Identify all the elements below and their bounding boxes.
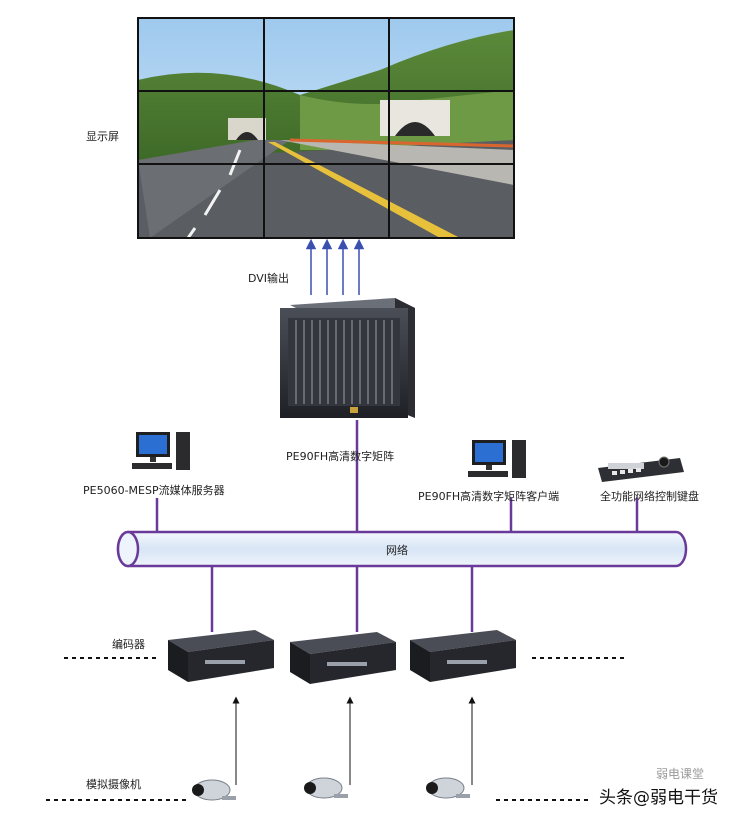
camera-arrows: [232, 696, 476, 785]
camera-icon: [192, 779, 236, 801]
dvi-arrows: [305, 238, 365, 295]
label-analog-camera: 模拟摄像机: [86, 778, 141, 791]
server-pc-icon: [132, 432, 190, 470]
network-pipe: [116, 530, 688, 568]
watermark-faded: 弱电课堂: [655, 767, 704, 781]
label-matrix: PE90FH高清数字矩阵: [286, 450, 395, 463]
client-pc-icon: [468, 440, 526, 478]
dashed-lines: [46, 657, 624, 801]
video-wall: [137, 17, 515, 239]
matrix-chassis: [280, 298, 415, 418]
label-network: 网络: [386, 544, 408, 557]
network-links: [155, 420, 639, 632]
label-control-keyboard: 全功能网络控制键盘: [600, 490, 699, 503]
encoder-device: [290, 632, 396, 684]
camera-icon: [304, 777, 348, 799]
label-encoder: 编码器: [112, 638, 145, 651]
label-display: 显示屏: [86, 130, 119, 143]
encoder-device: [410, 630, 516, 682]
watermark-text: 头条@弱电干货: [599, 788, 718, 808]
label-matrix-client: PE90FH高清数字矩阵客户端: [418, 490, 560, 503]
control-keyboard-icon: [598, 456, 684, 482]
label-dvi-output: DVI输出: [248, 272, 290, 285]
label-streaming-server: PE5060-MESP流媒体服务器: [83, 484, 225, 497]
encoder-device: [168, 630, 274, 682]
camera-icon: [426, 777, 470, 799]
